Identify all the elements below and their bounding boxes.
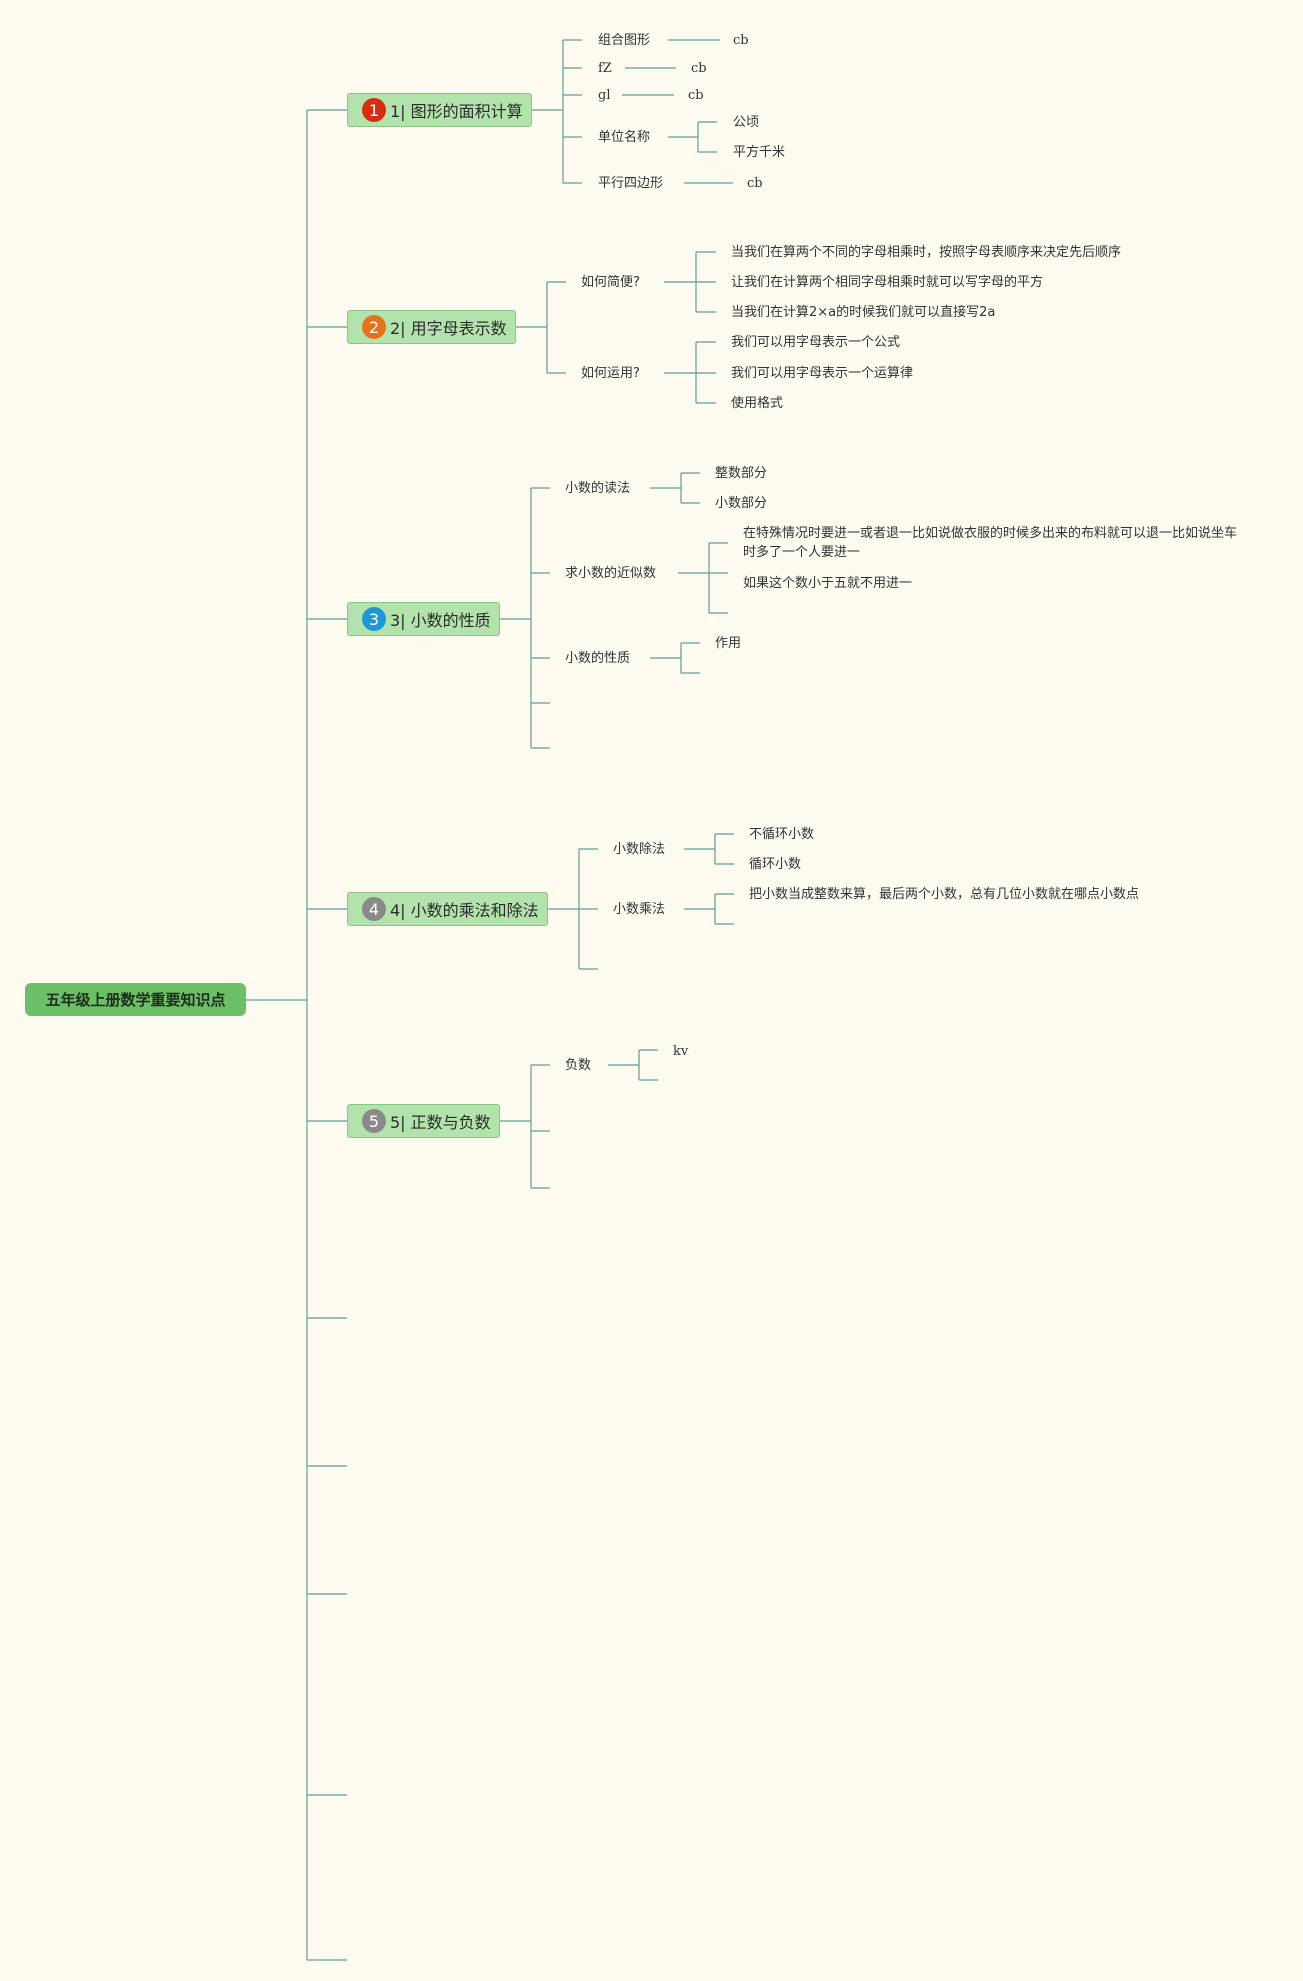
leaf-node[interactable]: cb [688, 88, 704, 103]
subtopic-node[interactable]: 如何运用? [581, 366, 640, 381]
leaf-node[interactable]: 整数部分 [715, 466, 768, 481]
leaf-node[interactable]: 平方千米 [733, 145, 786, 160]
topic-label: 5| 正数与负数 [390, 1113, 491, 1132]
leaf-node[interactable]: 当我们在算两个不同的字母相乘时，按照字母表顺序来决定先后顺序 [731, 245, 1122, 260]
subtopic-node[interactable]: 小数的性质 [565, 651, 631, 666]
leaf-node[interactable]: 在特殊情况时要进一或者退一比如说做衣服的时候多出来的布料就可以退一比如说坐车时多… [743, 526, 1238, 560]
leaf-node[interactable]: kv [673, 1044, 689, 1059]
subtopic-node[interactable]: 小数的读法 [565, 481, 631, 496]
topic-label: 4| 小数的乘法和除法 [390, 901, 539, 920]
number-badge-icon: 2 [362, 315, 386, 339]
number-badge-icon: 5 [362, 1109, 386, 1133]
leaf-node[interactable]: 不循环小数 [749, 827, 815, 842]
subtopic-node[interactable]: 单位名称 [598, 130, 651, 145]
leaf-node[interactable]: 使用格式 [731, 396, 784, 411]
number-badge-icon: 1 [362, 98, 386, 122]
leaf-node[interactable]: 我们可以用字母表示一个运算律 [731, 366, 914, 381]
subtopic-node[interactable]: fZ [598, 61, 612, 76]
topic-node-2[interactable]: 2 2| 用字母表示数 [347, 310, 516, 344]
leaf-node[interactable]: 当我们在计算2×a的时候我们就可以直接写2a [731, 305, 996, 320]
leaf-node[interactable]: 让我们在计算两个相同字母相乘时就可以写字母的平方 [731, 275, 1044, 290]
topic-label: 2| 用字母表示数 [390, 319, 507, 338]
number-badge-icon: 4 [362, 897, 386, 921]
subtopic-node[interactable]: 平行四边形 [598, 176, 664, 191]
subtopic-node[interactable]: 小数除法 [613, 842, 666, 857]
subtopic-node[interactable]: 如何简便? [581, 275, 640, 290]
leaf-node[interactable]: 如果这个数小于五就不用进一 [743, 576, 913, 591]
root-node[interactable]: 五年级上册数学重要知识点 [25, 983, 246, 1016]
leaf-node[interactable]: 公顷 [733, 115, 760, 130]
leaf-node[interactable]: 作用 [715, 636, 742, 651]
leaf-node[interactable]: cb [747, 176, 763, 191]
leaf-node[interactable]: cb [733, 33, 749, 48]
subtopic-node[interactable]: gl [598, 88, 611, 103]
leaf-node[interactable]: 我们可以用字母表示一个公式 [731, 335, 901, 350]
topic-node-4[interactable]: 4 4| 小数的乘法和除法 [347, 892, 548, 926]
subtopic-node[interactable]: 求小数的近似数 [565, 566, 657, 581]
subtopic-node[interactable]: 组合图形 [598, 33, 651, 48]
topic-label: 3| 小数的性质 [390, 611, 491, 630]
leaf-node[interactable]: cb [691, 61, 707, 76]
topic-node-3[interactable]: 3 3| 小数的性质 [347, 602, 500, 636]
topic-node-1[interactable]: 1 1| 图形的面积计算 [347, 93, 532, 127]
leaf-node[interactable]: 小数部分 [715, 496, 768, 511]
number-badge-icon: 3 [362, 607, 386, 631]
subtopic-node[interactable]: 小数乘法 [613, 902, 666, 917]
subtopic-node[interactable]: 负数 [565, 1058, 592, 1073]
topic-label: 1| 图形的面积计算 [390, 102, 523, 121]
leaf-node[interactable]: 循环小数 [749, 857, 802, 872]
topic-node-5[interactable]: 5 5| 正数与负数 [347, 1104, 500, 1138]
leaf-node[interactable]: 把小数当成整数来算，最后两个小数，总有几位小数就在哪点小数点 [749, 887, 1140, 902]
